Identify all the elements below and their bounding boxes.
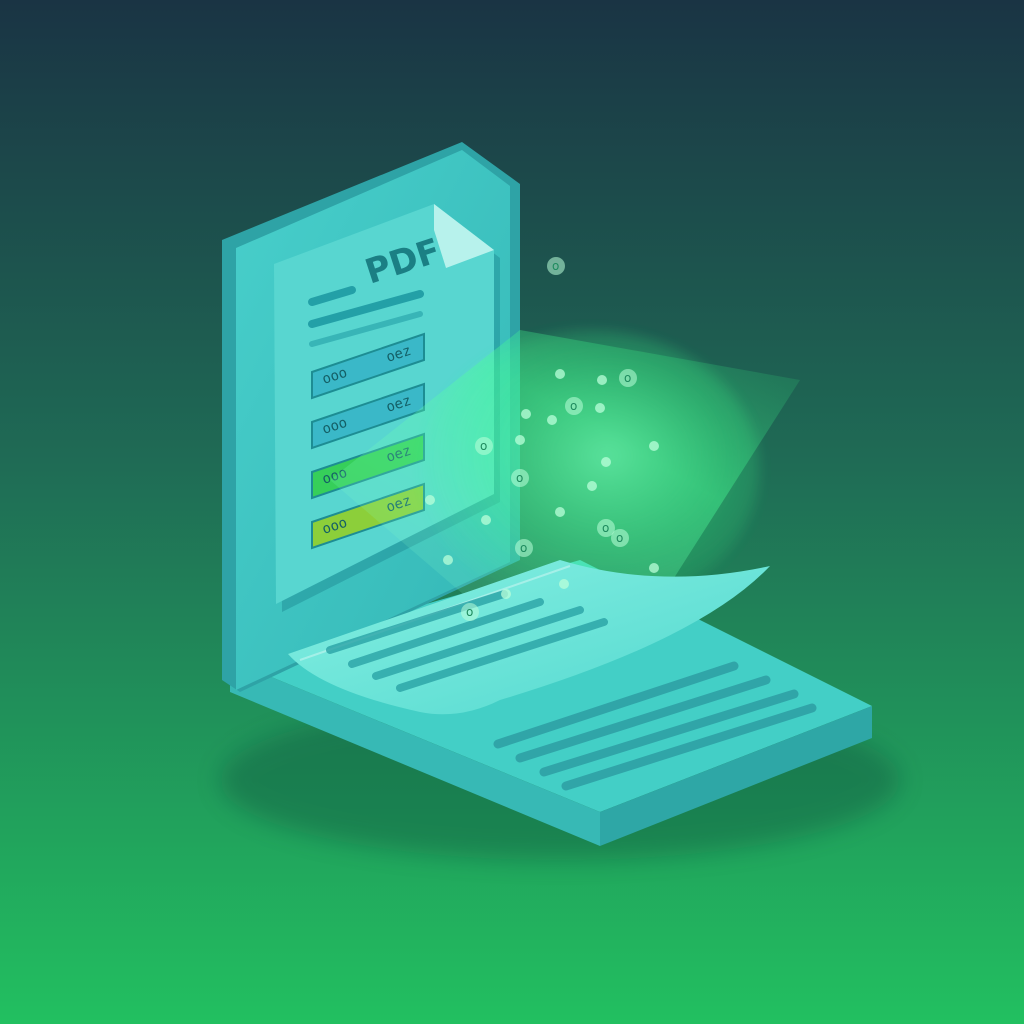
- particle-glyph: o: [480, 439, 487, 453]
- pdf-row-right: oez: [384, 343, 413, 366]
- curled-sheet: [288, 560, 770, 715]
- header-bar: [309, 311, 423, 347]
- particle: [649, 563, 659, 573]
- particle: [565, 397, 583, 415]
- particle: [649, 441, 659, 451]
- particle: [515, 435, 525, 445]
- particle: [481, 515, 491, 525]
- pdf-row: ooo oez: [311, 332, 425, 400]
- particle: [555, 507, 565, 517]
- particle: [511, 469, 529, 487]
- particle: [587, 481, 597, 491]
- particle: [521, 409, 531, 419]
- particle: [461, 603, 479, 621]
- particle: [547, 415, 557, 425]
- particle: [425, 495, 435, 505]
- particle-glyph: o: [624, 371, 631, 385]
- header-bar: [308, 290, 424, 328]
- pdf-row-right: oez: [384, 393, 413, 416]
- particle: [619, 369, 637, 387]
- particle-glyph: o: [466, 605, 473, 619]
- particle-glyph: o: [616, 531, 623, 545]
- particle: [597, 375, 607, 385]
- particle-glyph: o: [516, 471, 523, 485]
- pdf-row-bar: [311, 332, 425, 400]
- particle: [443, 555, 453, 565]
- scan-beam: [330, 330, 800, 610]
- particle: [597, 519, 615, 537]
- particle: [611, 529, 629, 547]
- particle: [501, 589, 511, 599]
- pdf-row-left: ooo: [320, 515, 349, 538]
- particle-glyph: o: [570, 399, 577, 413]
- pdf-row-left: ooo: [320, 365, 349, 388]
- particle: [601, 457, 611, 467]
- particle: [555, 369, 565, 379]
- particle-glyph: o: [520, 541, 527, 555]
- sheet-text-lines: [326, 590, 608, 692]
- folded-corner: [434, 204, 494, 268]
- particle-glyph: o: [552, 259, 559, 273]
- pdf-row-left: ooo: [320, 415, 349, 438]
- particle: [559, 579, 569, 589]
- particle: [475, 437, 493, 455]
- particle: [595, 403, 605, 413]
- particle: [547, 257, 565, 275]
- base-text-lines: [493, 661, 817, 791]
- particle: [515, 539, 533, 557]
- particle-glyph: o: [602, 521, 609, 535]
- header-bar: [308, 286, 356, 306]
